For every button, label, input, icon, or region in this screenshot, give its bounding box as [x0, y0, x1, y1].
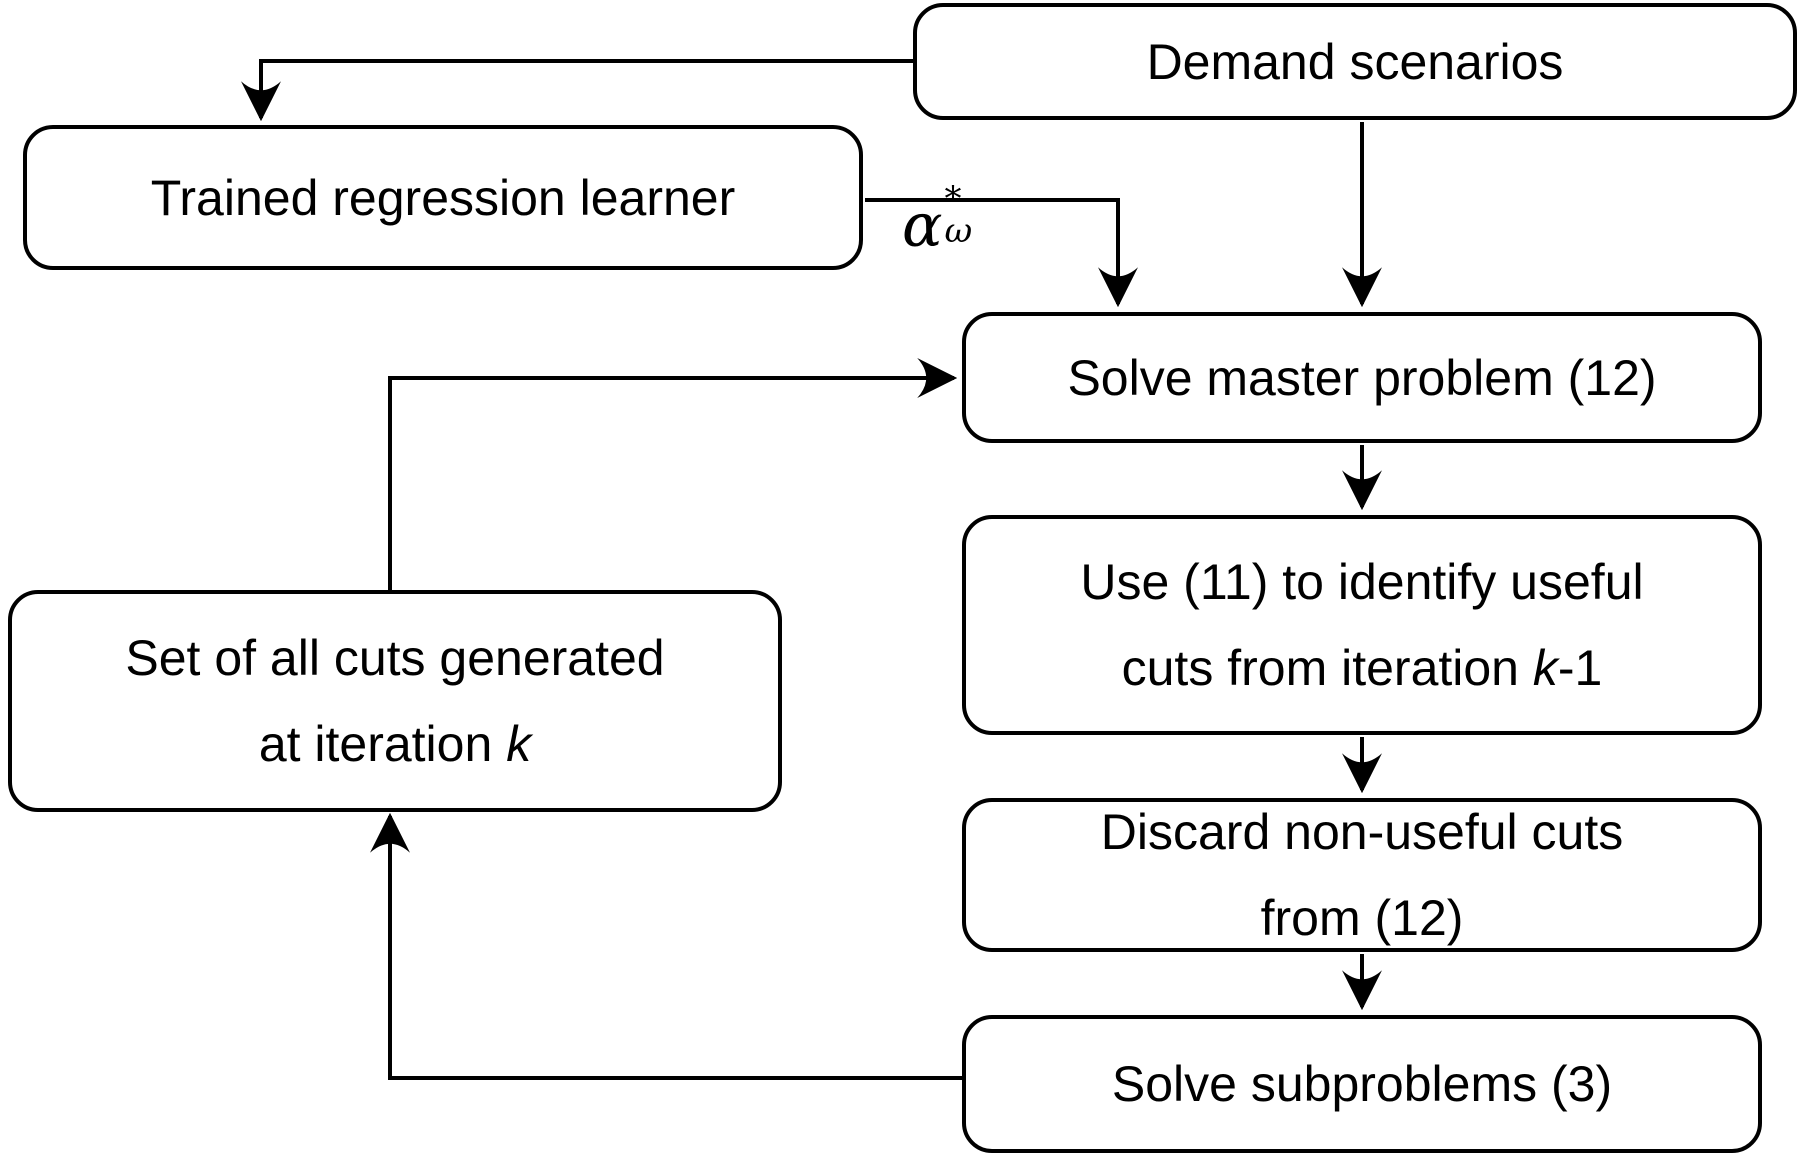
node-set-of-all-cuts-line2: at iteration k — [258, 716, 532, 772]
arrow-cuts-set-to-master — [388, 358, 958, 592]
alpha-symbol: α — [902, 191, 943, 261]
arrow-demand-to-trained — [241, 59, 913, 122]
node-demand-scenarios-label: Demand scenarios — [1146, 33, 1564, 90]
node-trained-regression-learner-label: Trained regression learner — [150, 169, 736, 226]
node-solve-master-problem-label: Solve master problem (12) — [1067, 349, 1657, 406]
node-discard-non-useful-cuts: Discard non-useful cuts from (12) — [962, 798, 1762, 952]
node-solve-subproblems-label: Solve subproblems (3) — [1111, 1056, 1613, 1112]
iteration-k-variable: k — [1532, 640, 1558, 696]
node-identify-useful-cuts-line2: cuts from iteration k-1 — [1121, 640, 1603, 696]
arrow-subproblems-to-cuts-set — [370, 812, 962, 1080]
node-solve-master-problem: Solve master problem (12) — [962, 312, 1762, 443]
node-trained-regression-learner: Trained regression learner — [23, 125, 863, 270]
node-discard-non-useful-cuts-line2: from (12) — [1260, 890, 1464, 946]
arrow-trained-to-master — [865, 198, 1138, 308]
node-set-of-all-cuts: Set of all cuts generated at iteration k — [8, 590, 782, 812]
node-solve-subproblems: Solve subproblems (3) — [962, 1015, 1762, 1153]
alpha-superscript-star: * — [944, 179, 962, 219]
iteration-k-variable: k — [506, 716, 532, 772]
node-demand-scenarios: Demand scenarios — [913, 3, 1797, 120]
node-identify-useful-cuts: Use (11) to identify useful cuts from it… — [962, 515, 1762, 735]
node-identify-useful-cuts-line1: Use (11) to identify useful — [1080, 554, 1644, 610]
node-discard-non-useful-cuts-line1: Discard non-useful cuts — [1100, 804, 1624, 860]
alpha-subscript-omega: ω — [944, 211, 973, 251]
alpha-omega-edge-label: α * ω — [902, 182, 973, 261]
node-set-of-all-cuts-line1: Set of all cuts generated — [125, 630, 665, 686]
